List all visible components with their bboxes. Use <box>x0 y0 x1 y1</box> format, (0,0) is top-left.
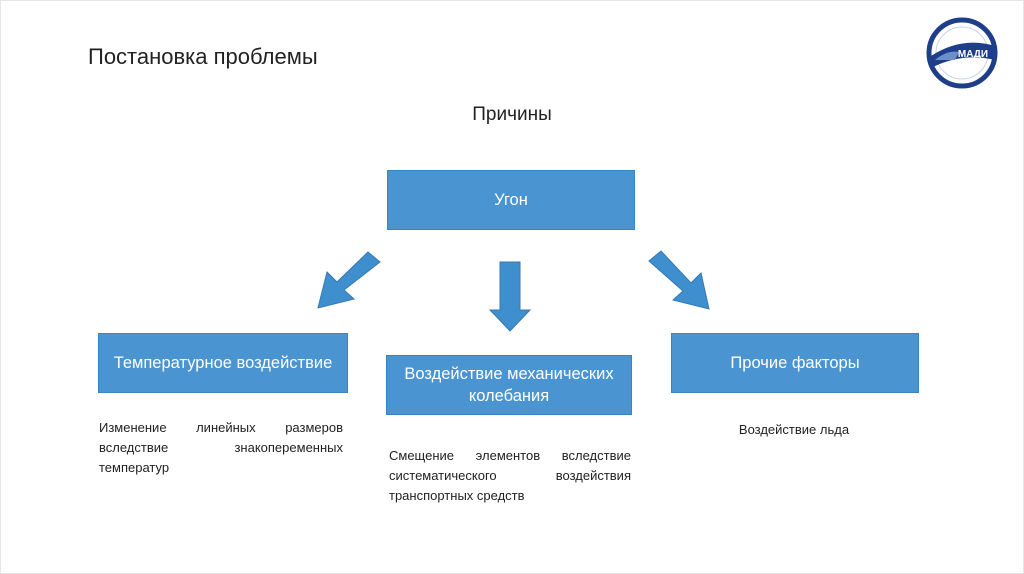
cause-box-other: Прочие факторы <box>671 333 919 393</box>
madi-logo: МАДИ <box>925 16 999 95</box>
cause-label-other: Прочие факторы <box>730 353 860 372</box>
arrow-down <box>488 261 532 332</box>
cause-box-temperature: Температурное воздействие <box>98 333 348 393</box>
cause-label-mechanical: Воздействие механических колебания <box>404 364 614 405</box>
slide-title: Постановка проблемы <box>88 44 318 69</box>
cause-label-temperature: Температурное воздействие <box>113 353 333 372</box>
cause-description-other: Воздействие льда <box>738 422 850 437</box>
logo-text: МАДИ <box>958 49 988 60</box>
diagram-heading: Причины <box>472 104 552 125</box>
madi-logo-icon: МАДИ <box>926 17 998 89</box>
arrow-down-left <box>317 251 381 309</box>
cause-description-mechanical: Смещение элементов вследствие систематич… <box>389 448 631 504</box>
root-cause-box: Угон <box>387 170 635 230</box>
cause-box-mechanical: Воздействие механических колебания <box>386 355 632 415</box>
root-cause-label: Угон <box>494 190 528 209</box>
arrow-down-right <box>648 250 710 310</box>
cause-description-temperature: Изменение линейных размеров вследствие з… <box>99 420 343 476</box>
